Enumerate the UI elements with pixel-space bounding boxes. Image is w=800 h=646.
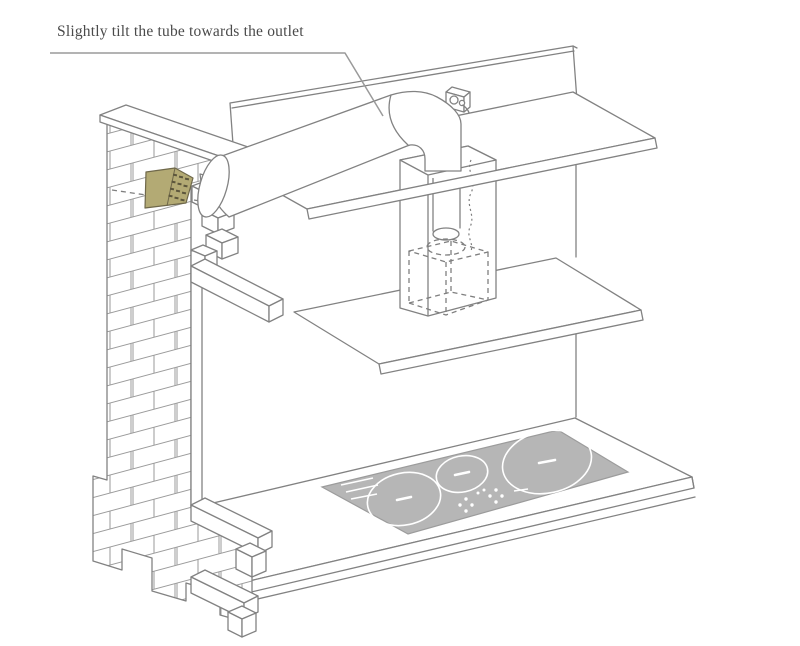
backsplash-thickness-line bbox=[231, 45, 578, 109]
exhaust-tube bbox=[197, 90, 462, 218]
socket-outlet-icon bbox=[449, 95, 459, 105]
vent-brick bbox=[144, 167, 194, 209]
leader-line bbox=[50, 52, 384, 117]
top-shelf-front-edge bbox=[306, 137, 658, 220]
plug-icon bbox=[458, 99, 466, 107]
wall-beam-lower-1 bbox=[190, 497, 273, 578]
brick-wall bbox=[92, 104, 284, 638]
cooktop-grille-icon bbox=[335, 470, 379, 500]
wall-opening-return bbox=[190, 263, 203, 509]
cooktop-glass bbox=[320, 429, 630, 535]
cooking-zone-left bbox=[366, 471, 442, 527]
middle-shelf bbox=[293, 257, 644, 375]
cooking-zone-middle bbox=[435, 454, 489, 494]
tube-flange-dashed bbox=[426, 238, 466, 256]
tube-inside-chase bbox=[432, 187, 461, 232]
cooking-zone-right bbox=[501, 429, 593, 495]
tube-collar bbox=[432, 227, 460, 241]
vent-holes bbox=[168, 173, 190, 202]
annotation-text: Slightly tilt the tube towards the outle… bbox=[57, 23, 304, 40]
zone-center-marks bbox=[395, 458, 557, 502]
countertop-bottom-line bbox=[248, 476, 696, 602]
wall-beam-lower-2 bbox=[190, 569, 259, 638]
wall-beam-upper bbox=[190, 244, 284, 323]
cooktop bbox=[320, 429, 630, 535]
cooktop-controls bbox=[458, 488, 529, 513]
tube-seam bbox=[388, 94, 409, 146]
tube-mouth bbox=[197, 154, 230, 218]
middle-shelf-front-edge bbox=[378, 309, 644, 375]
downdraft-unit-dashed bbox=[408, 240, 489, 316]
